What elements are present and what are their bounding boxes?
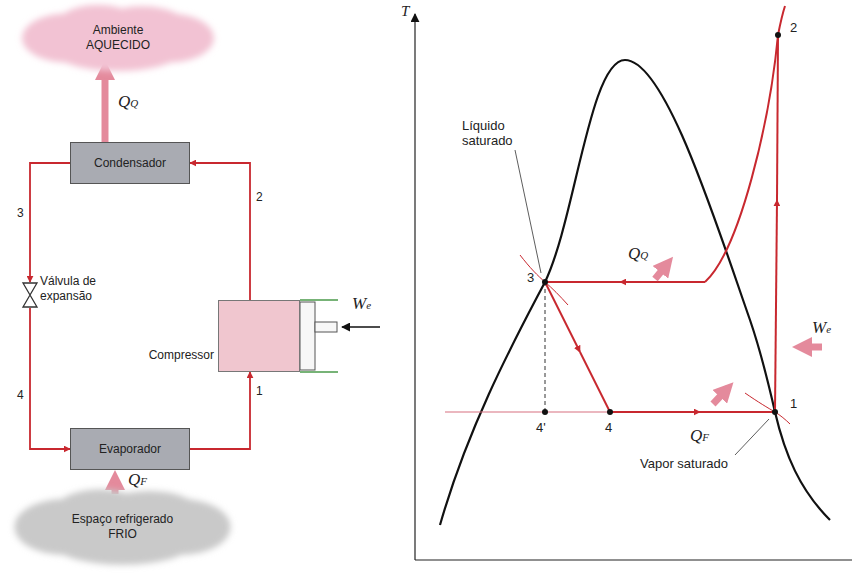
state-label: Vapor saturado: [640, 456, 728, 471]
heat-label: QF: [128, 472, 147, 489]
state-number: 4: [605, 420, 612, 435]
state-number: 4: [17, 388, 24, 402]
ts-diagram: [415, 6, 852, 560]
node-shape: [22, 282, 38, 308]
compressor-cylinder: Compressor: [218, 300, 300, 372]
node-label: Condensador: [94, 156, 166, 171]
refrigerant-line: [30, 308, 70, 449]
heat-label: QQ: [118, 94, 138, 111]
expansion-valve: Válvula de expansão: [22, 282, 38, 308]
heat-label: QQ: [628, 246, 648, 263]
cold-space-cloud: Espaço refrigerado FRIO: [10, 486, 235, 568]
heat-flow-arrow: [102, 68, 109, 142]
condenser-box: Condensador: [70, 142, 190, 184]
heated-space-cloud: Ambiente AQUECIDO: [18, 2, 218, 74]
state-label: Líquido saturado: [462, 118, 534, 148]
state-number: 1: [256, 384, 263, 398]
refrigerant-line: [190, 372, 250, 449]
state-number: 2: [790, 20, 797, 35]
work-label: We: [352, 296, 371, 313]
work-label: We: [812, 320, 831, 337]
state-number: 3: [17, 206, 24, 220]
axis-label: T: [401, 4, 409, 18]
state-number: 3: [527, 270, 534, 285]
state-number: 1: [790, 396, 797, 411]
heat-label: QF: [690, 428, 709, 445]
refrigerant-line: [30, 163, 70, 282]
node-label: Espaço refrigerado FRIO: [68, 512, 178, 542]
node-label: Ambiente AQUECIDO: [63, 23, 173, 53]
node-label: Evaporador: [99, 442, 161, 457]
state-number: 4': [536, 420, 546, 435]
state-number: 2: [256, 190, 263, 204]
node-label: Compressor: [134, 348, 214, 363]
node-shape: [218, 300, 300, 372]
refrigerant-line: [190, 163, 250, 300]
node-label: Válvula de expansão: [40, 274, 112, 304]
evaporator-box: Evaporador: [70, 428, 190, 470]
